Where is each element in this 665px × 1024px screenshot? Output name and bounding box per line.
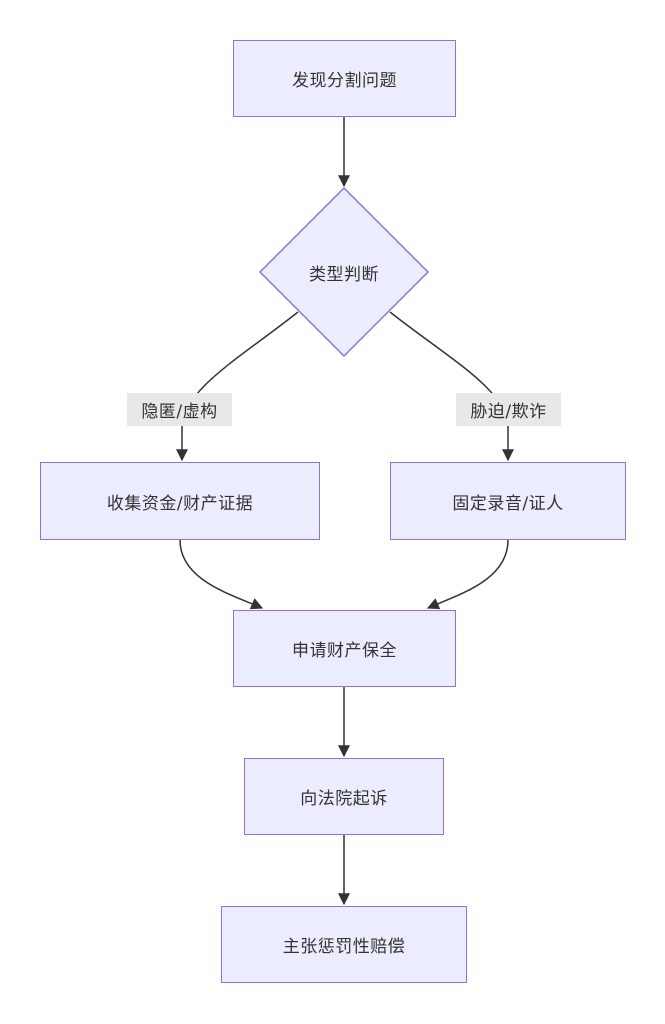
node-claim: 主张惩罚性赔偿: [221, 906, 467, 983]
edge-label-hide-text: 隐匿/虚构: [141, 402, 218, 422]
edge-label-hide: 隐匿/虚构: [127, 393, 232, 426]
edge-judge-record: [389, 311, 514, 462]
node-judge-label: 类型判断: [309, 264, 379, 285]
edge-label-coerce-text: 胁迫/欺诈: [470, 402, 547, 422]
node-record: 固定录音/证人: [390, 462, 626, 540]
node-preserve: 申请财产保全: [233, 610, 456, 687]
node-record-label: 固定录音/证人: [452, 493, 564, 514]
node-sue: 向法院起诉: [244, 758, 444, 835]
node-discover-label: 发现分割问题: [292, 71, 397, 91]
node-discover: 发现分割问题: [233, 40, 456, 117]
node-claim-label: 主张惩罚性赔偿: [282, 937, 406, 957]
node-collect-label: 收集资金/财产证据: [106, 493, 254, 514]
edge-collect-preserve: [179, 539, 264, 610]
node-sue-label: 向法院起诉: [300, 789, 388, 809]
node-collect: 收集资金/财产证据: [40, 462, 320, 540]
edge-judge-collect: [176, 311, 299, 462]
decision-diamond: [258, 186, 430, 358]
edge-record-preserve: [426, 539, 509, 610]
node-preserve-label: 申请财产保全: [292, 641, 397, 661]
edge-label-coerce: 胁迫/欺诈: [456, 393, 561, 426]
node-judge: 类型判断: [260, 252, 428, 292]
